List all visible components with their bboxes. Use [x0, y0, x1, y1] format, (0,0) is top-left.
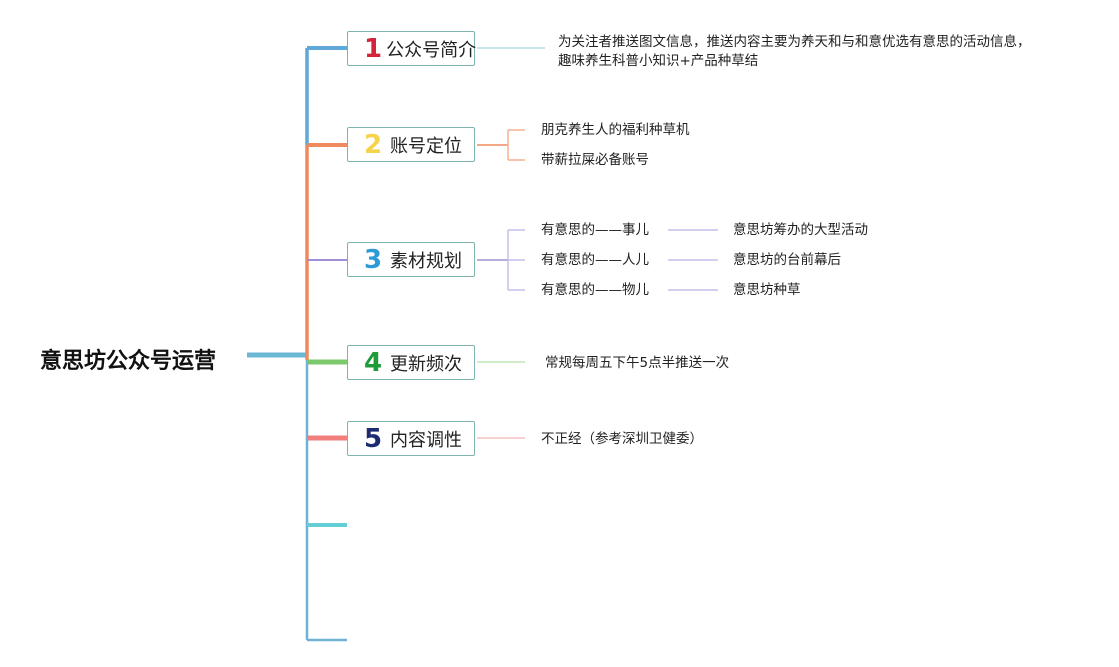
- branch-3-item-3[interactable]: 有意思的——物儿: [541, 282, 649, 298]
- branch-number-3: 3: [364, 244, 383, 275]
- branch-node-1[interactable]: 1 公众号简介: [347, 31, 477, 66]
- branch-number-2: 2: [364, 129, 383, 160]
- branch-node-3[interactable]: 3 素材规划: [347, 242, 475, 277]
- branch-1-note-line-1[interactable]: 为关注者推送图文信息，推送内容主要为养天和与和意优选有意思的活动信息，: [558, 34, 1031, 50]
- branch-node-5[interactable]: 5 内容调性: [347, 421, 475, 456]
- branch-3-sub-item-1[interactable]: 意思坊筹办的大型活动: [733, 222, 868, 238]
- branch-2-item-2[interactable]: 带薪拉屎必备账号: [541, 152, 649, 168]
- branch-number-4: 4: [364, 347, 383, 378]
- branch-5-note[interactable]: 不正经（参考深圳卫健委）: [541, 431, 703, 447]
- branch-3-sub-item-3[interactable]: 意思坊种草: [733, 282, 801, 298]
- branch-label-1: 公众号简介: [386, 39, 477, 61]
- branch-node-4[interactable]: 4 更新频次: [347, 345, 475, 380]
- branch-label-5: 内容调性: [390, 429, 462, 451]
- branch-3-item-2[interactable]: 有意思的——人儿: [541, 252, 649, 268]
- branch-3-sub-item-2[interactable]: 意思坊的台前幕后: [733, 252, 841, 268]
- branch-number-1: 1: [364, 33, 383, 64]
- branch-3-item-1[interactable]: 有意思的——事儿: [541, 222, 649, 238]
- root-topic[interactable]: 意思坊公众号运营: [40, 349, 217, 374]
- branch-label-3: 素材规划: [390, 250, 462, 272]
- branch-label-4: 更新频次: [390, 353, 462, 375]
- branch-node-2[interactable]: 2 账号定位: [347, 127, 475, 162]
- branch-1-note-line-2[interactable]: 趣味养生科普小知识+产品种草结: [558, 53, 759, 69]
- branch-number-5: 5: [364, 423, 383, 454]
- branch-2-item-1[interactable]: 朋克养生人的福利种草机: [541, 122, 690, 138]
- branch-label-2: 账号定位: [390, 135, 462, 157]
- branch-4-note[interactable]: 常规每周五下午5点半推送一次: [545, 355, 730, 371]
